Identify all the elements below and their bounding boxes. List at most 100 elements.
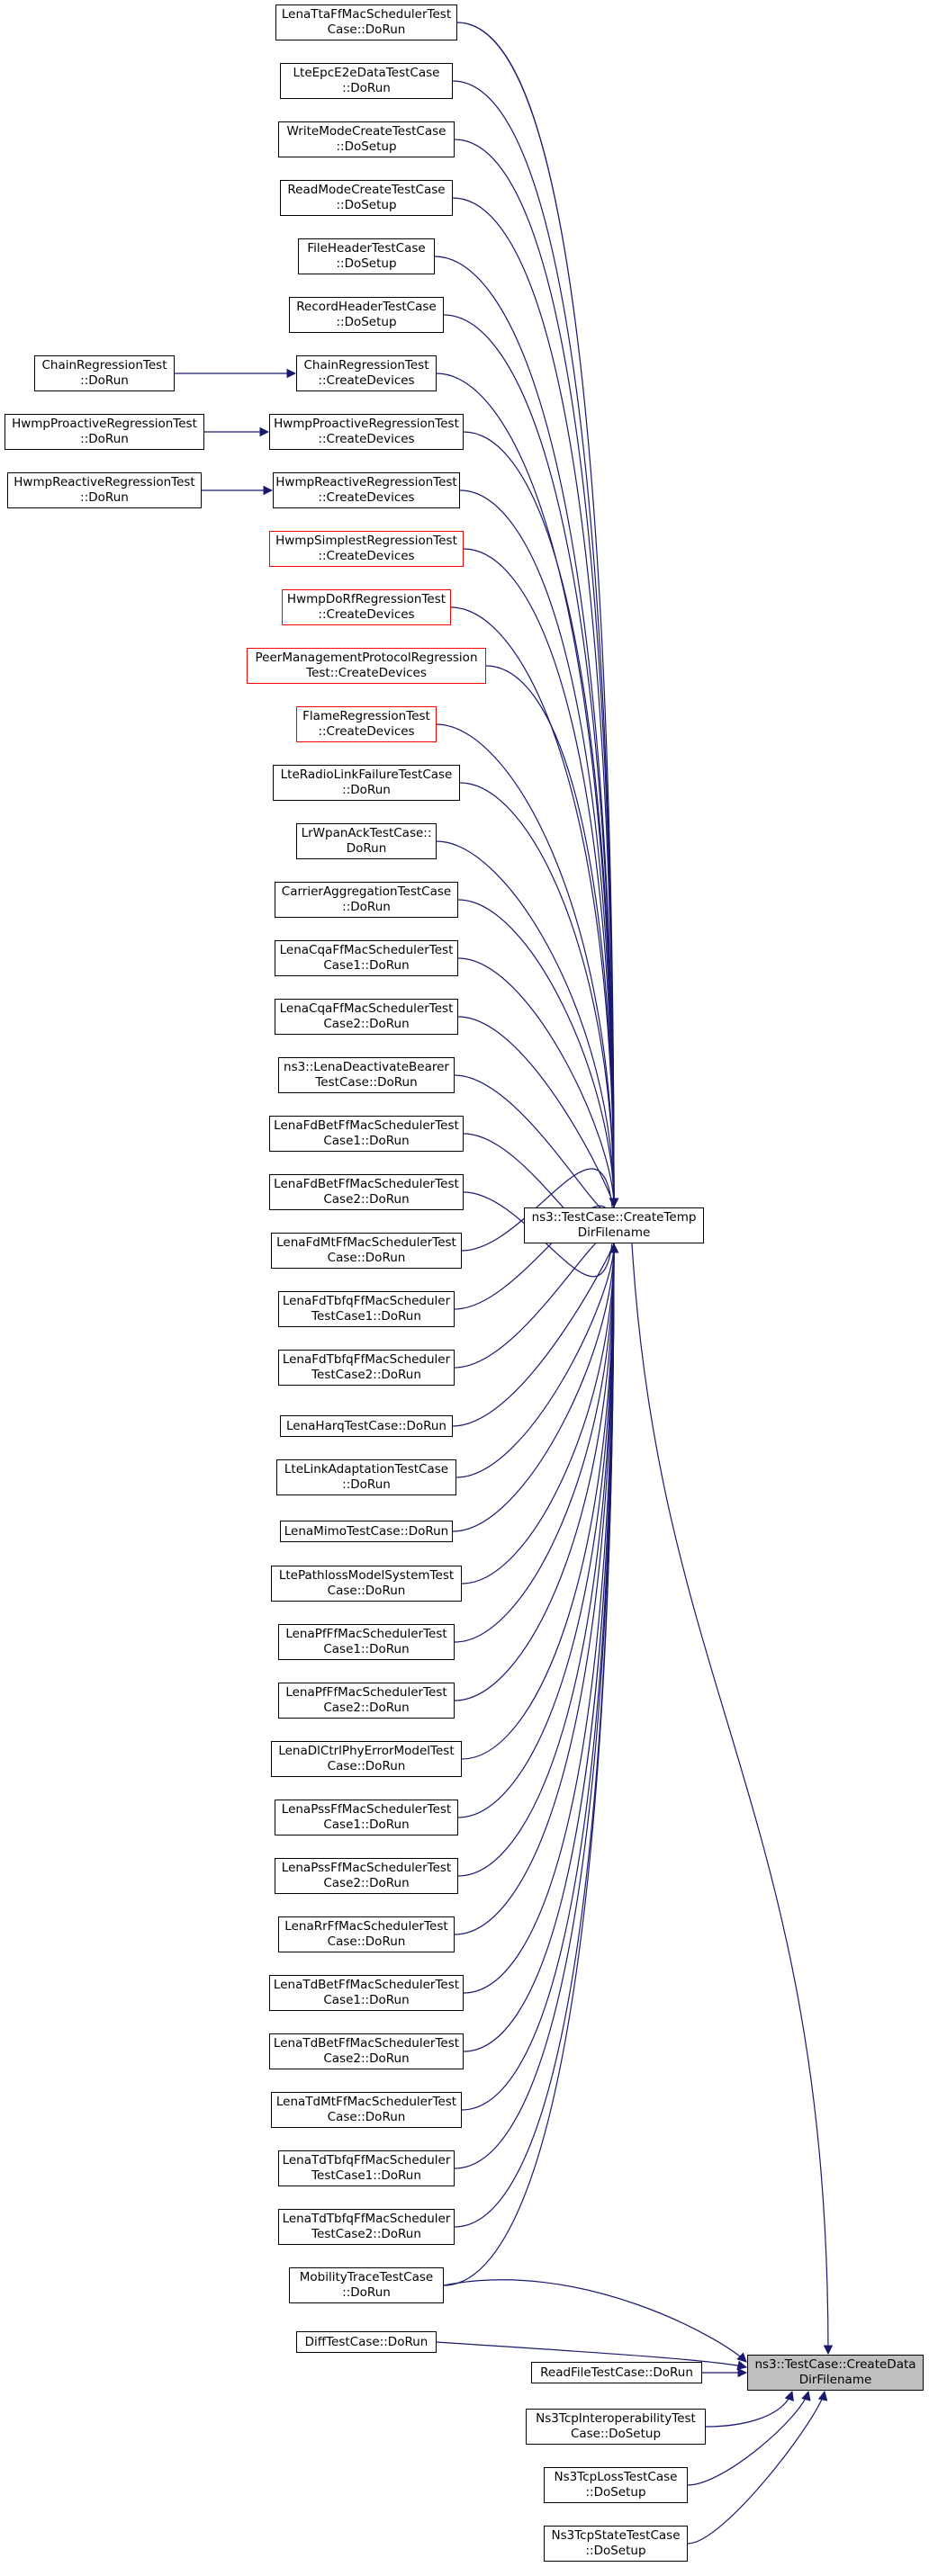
node-label-line: LenaPssFfMacSchedulerTest [281, 1802, 452, 1817]
node-label-line: ::DoRun [80, 373, 129, 388]
node-lte-radio-link-failure-test-case-dorun[interactable]: LteRadioLinkFailureTestCase ::DoRun [273, 765, 460, 801]
node-label-line: DiffTestCase::DoRun [304, 2334, 428, 2349]
node-hwmp-simplest-regression-test-create-devices[interactable]: HwmpSimplestRegressionTest ::CreateDevic… [269, 531, 464, 567]
node-hwmp-reactive-regression-test-dorun[interactable]: HwmpReactiveRegressionTest ::DoRun [7, 472, 202, 508]
edge-peermgmt-to-createtemp [485, 665, 619, 1208]
edge-mobilitytrace-to-createtemp [443, 1243, 619, 2286]
node-label-line: TestCase2::DoRun [311, 1368, 421, 1382]
node-label-line: ::CreateDevices [318, 432, 415, 446]
edge-lenapss2-to-createtemp [457, 1243, 619, 1877]
node-lena-fd-bet-ff-mac-scheduler-test-case1-dorun[interactable]: LenaFdBetFfMacSchedulerTest Case1::DoRun [269, 1116, 464, 1152]
node-record-header-test-case-dosetup[interactable]: RecordHeaderTestCase ::DoSetup [289, 297, 444, 333]
node-lena-fd-bet-ff-mac-scheduler-test-case2-dorun[interactable]: LenaFdBetFfMacSchedulerTest Case2::DoRun [269, 1174, 464, 1210]
node-lena-cqa-ff-mac-scheduler-test-case2-dorun[interactable]: LenaCqaFfMacSchedulerTest Case2::DoRun [275, 999, 458, 1035]
node-label-line: ::DoRun [342, 783, 391, 797]
node-label-line: ::CreateDevices [318, 373, 415, 388]
node-label-line: LenaTdBetFfMacSchedulerTest [273, 1978, 460, 1992]
node-lena-deactivate-bearer-test-case-dorun[interactable]: ns3::LenaDeactivateBearer TestCase::DoRu… [278, 1057, 455, 1093]
node-lena-tta-ff-mac-scheduler-test-case-dorun[interactable]: LenaTtaFfMacSchedulerTest Case::DoRun [275, 4, 457, 40]
node-lena-td-bet-ff-mac-scheduler-test-case2-dorun[interactable]: LenaTdBetFfMacSchedulerTest Case2::DoRun [269, 2033, 464, 2069]
node-hwmp-proactive-regression-test-create-devices[interactable]: HwmpProactiveRegressionTest ::CreateDevi… [269, 414, 464, 450]
node-lena-fd-mt-ff-mac-scheduler-test-case-dorun[interactable]: LenaFdMtFfMacSchedulerTest Case::DoRun [271, 1233, 462, 1269]
node-label-line: Case::DoSetup [570, 2427, 662, 2441]
node-lena-fd-tbfq-ff-mac-scheduler-test-case1-dorun[interactable]: LenaFdTbfqFfMacScheduler TestCase1::DoRu… [278, 1291, 455, 1327]
node-label-line: Case::DoRun [327, 1584, 406, 1598]
edge-lteradiolink-to-createtemp [459, 782, 619, 1208]
edge-lenatdbet2-to-createtemp [463, 1243, 619, 2052]
node-lena-pss-ff-mac-scheduler-test-case2-dorun[interactable]: LenaPssFfMacSchedulerTest Case2::DoRun [275, 1858, 458, 1894]
node-lena-pss-ff-mac-scheduler-test-case1-dorun[interactable]: LenaPssFfMacSchedulerTest Case1::DoRun [275, 1800, 458, 1836]
node-lena-cqa-ff-mac-scheduler-test-case1-dorun[interactable]: LenaCqaFfMacSchedulerTest Case1::DoRun [275, 940, 458, 976]
edge-recordheader-to-createtemp [443, 314, 619, 1208]
node-label-line: DirFilename [798, 2373, 872, 2387]
edge-ns3tcpstate-to-createdata [687, 2390, 828, 2545]
node-label-line: Test::CreateDevices [306, 666, 427, 680]
node-lena-mimo-test-case-dorun[interactable]: LenaMimoTestCase::DoRun [280, 1521, 453, 1542]
node-peer-management-protocol-regression-test-create-devices[interactable]: PeerManagementProtocolRegression Test::C… [247, 648, 486, 684]
node-label-line: HwmpProactiveRegressionTest [12, 417, 197, 431]
node-label-line: ::DoRun [342, 900, 391, 914]
node-label-line: ChainRegressionTest [303, 358, 429, 372]
node-label-line: LenaTdBetFfMacSchedulerTest [273, 2036, 460, 2051]
node-ns3-tcp-state-test-case-dosetup[interactable]: Ns3TcpStateTestCase ::DoSetup [544, 2526, 688, 2562]
node-hwmp-dorf-regression-test-create-devices[interactable]: HwmpDoRfRegressionTest ::CreateDevices [282, 589, 451, 625]
node-lena-td-mt-ff-mac-scheduler-test-case-dorun[interactable]: LenaTdMtFfMacSchedulerTest Case::DoRun [271, 2092, 462, 2128]
edge-lenarr-to-createtemp [454, 1243, 619, 1935]
node-label-line: LenaTdTbfqFfMacScheduler [282, 2212, 451, 2226]
node-label-line: ns3::TestCase::CreateData [754, 2357, 916, 2372]
edge-mobilitytrace-to-createdata [443, 2279, 747, 2363]
node-chain-regression-test-dorun[interactable]: ChainRegressionTest ::DoRun [34, 355, 175, 391]
node-label-line: LenaHarqTestCase::DoRun [286, 1418, 446, 1433]
node-ns3-tcp-interoperability-test-case-dosetup[interactable]: Ns3TcpInteroperabilityTest Case::DoSetup [526, 2409, 706, 2445]
node-mobility-trace-test-case-dorun[interactable]: MobilityTraceTestCase ::DoRun [289, 2267, 444, 2303]
node-label-line: ::DoRun [80, 490, 129, 505]
node-label-line: ::DoRun [342, 2285, 391, 2300]
node-label-line: LenaPfFfMacSchedulerTest [285, 1627, 447, 1641]
node-file-header-test-case-dosetup[interactable]: FileHeaderTestCase ::DoSetup [298, 238, 435, 274]
node-label-line: LenaFdTbfqFfMacScheduler [282, 1352, 451, 1367]
node-label-line: DirFilename [577, 1225, 651, 1240]
node-label-line: LenaFdBetFfMacSchedulerTest [274, 1177, 459, 1191]
node-carrier-aggregation-test-case-dorun[interactable]: CarrierAggregationTestCase ::DoRun [275, 882, 458, 918]
edge-lenapfff2-to-createtemp [454, 1243, 619, 1701]
node-lte-link-adaptation-test-case-dorun[interactable]: LteLinkAdaptationTestCase ::DoRun [276, 1459, 456, 1495]
node-hwmp-proactive-regression-test-dorun[interactable]: HwmpProactiveRegressionTest ::DoRun [5, 414, 204, 450]
node-hwmp-reactive-regression-test-create-devices[interactable]: HwmpReactiveRegressionTest ::CreateDevic… [273, 472, 460, 508]
node-label-line: ::DoSetup [336, 139, 397, 154]
node-test-case-create-temp-dir-filename[interactable]: ns3::TestCase::CreateTemp DirFilename [524, 1207, 704, 1243]
node-label-line: ::DoSetup [585, 2485, 646, 2500]
node-lena-td-tbfq-ff-mac-scheduler-test-case2-dorun[interactable]: LenaTdTbfqFfMacScheduler TestCase2::DoRu… [278, 2209, 455, 2245]
node-label-line: LenaTdTbfqFfMacScheduler [282, 2153, 451, 2168]
node-lena-pf-ff-mac-scheduler-test-case1-dorun[interactable]: LenaPfFfMacSchedulerTest Case1::DoRun [278, 1624, 455, 1660]
node-diff-test-case-dorun[interactable]: DiffTestCase::DoRun [296, 2331, 437, 2353]
node-label-line: LenaTtaFfMacSchedulerTest [281, 7, 452, 22]
node-lena-rr-ff-mac-scheduler-test-case-dorun[interactable]: LenaRrFfMacSchedulerTest Case::DoRun [278, 1916, 455, 1952]
node-ns3-tcp-loss-test-case-dosetup[interactable]: Ns3TcpLossTestCase ::DoSetup [544, 2467, 688, 2503]
node-label-line: LenaPssFfMacSchedulerTest [281, 1861, 452, 1875]
node-write-mode-create-test-case-dosetup[interactable]: WriteModeCreateTestCase ::DoSetup [278, 121, 455, 157]
node-label-line: TestCase1::DoRun [311, 1309, 421, 1324]
node-lena-pf-ff-mac-scheduler-test-case2-dorun[interactable]: LenaPfFfMacSchedulerTest Case2::DoRun [278, 1683, 455, 1719]
node-label-line: HwmpDoRfRegressionTest [286, 592, 446, 606]
edge-lenatdtbfq1-to-createtemp [454, 1243, 619, 2169]
node-chain-regression-test-create-devices[interactable]: ChainRegressionTest ::CreateDevices [296, 355, 437, 391]
node-lena-dl-ctrl-phy-error-model-test-case-dorun[interactable]: LenaDlCtrlPhyErrorModelTest Case::DoRun [271, 1741, 462, 1777]
node-lena-td-bet-ff-mac-scheduler-test-case1-dorun[interactable]: LenaTdBetFfMacSchedulerTest Case1::DoRun [269, 1975, 464, 2011]
edge-readmode-to-createtemp [452, 197, 619, 1208]
node-lena-td-tbfq-ff-mac-scheduler-test-case1-dorun[interactable]: LenaTdTbfqFfMacScheduler TestCase1::DoRu… [278, 2150, 455, 2186]
node-lena-harq-test-case-dorun[interactable]: LenaHarqTestCase::DoRun [280, 1415, 453, 1437]
edge-carrieragg-to-createtemp [457, 899, 619, 1208]
node-label-line: Ns3TcpStateTestCase [551, 2528, 681, 2543]
node-read-file-test-case-dorun[interactable]: ReadFileTestCase::DoRun [531, 2362, 702, 2383]
edge-hwmpprocreate-to-createtemp [463, 431, 619, 1208]
node-label-line: ::CreateDevices [318, 607, 415, 622]
node-flame-regression-test-create-devices[interactable]: FlameRegressionTest ::CreateDevices [296, 706, 437, 742]
node-lte-epc-e2e-data-test-case-dorun[interactable]: LteEpcE2eDataTestCase ::DoRun [280, 63, 453, 99]
node-lena-fd-tbfq-ff-mac-scheduler-test-case2-dorun[interactable]: LenaFdTbfqFfMacScheduler TestCase2::DoRu… [278, 1350, 455, 1386]
node-lrwpan-ack-test-case-dorun[interactable]: LrWpanAckTestCase:: DoRun [296, 823, 437, 859]
node-label-line: HwmpReactiveRegressionTest [14, 475, 195, 489]
node-label-line: Case::DoRun [327, 2110, 406, 2124]
node-read-mode-create-test-case-dosetup[interactable]: ReadModeCreateTestCase ::DoSetup [280, 180, 453, 216]
node-lte-pathloss-model-system-test-case-dorun[interactable]: LtePathlossModelSystemTest Case::DoRun [271, 1566, 462, 1602]
node-label-line: ::DoRun [342, 1477, 391, 1492]
